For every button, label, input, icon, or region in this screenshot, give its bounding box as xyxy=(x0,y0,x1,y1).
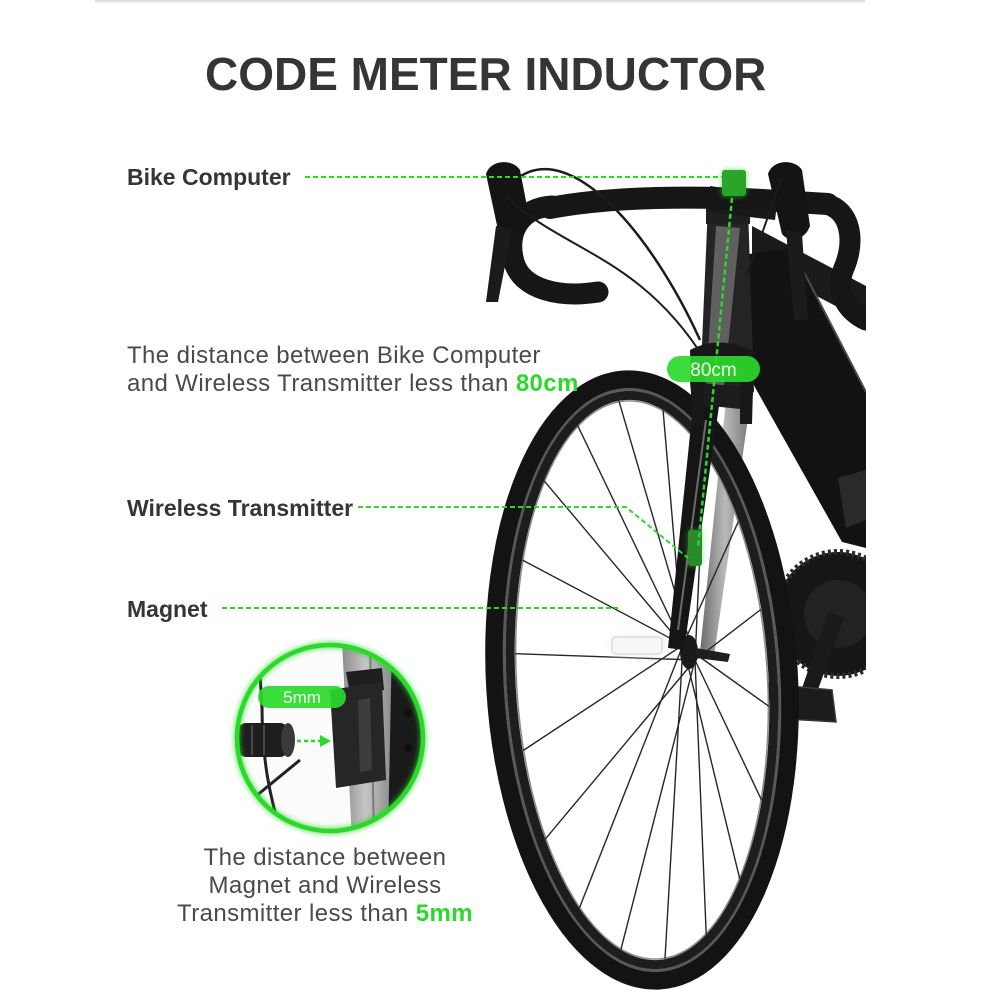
badge-80cm: 80cm xyxy=(667,356,760,382)
computer-distance-value: 80cm xyxy=(515,370,579,397)
computer-distance-text: and Wireless Transmitter less than xyxy=(127,370,509,397)
inset-mount-bolt xyxy=(404,744,412,752)
tire-sidewall xyxy=(502,387,782,973)
inset-arrowhead xyxy=(320,735,331,747)
magnet-distance-line1: The distance between xyxy=(203,844,447,871)
bike xyxy=(485,162,866,990)
spoke xyxy=(578,644,684,909)
spoke xyxy=(515,653,696,661)
spoke xyxy=(522,644,684,752)
transmitter-highlight xyxy=(688,530,702,566)
brake-hood-left xyxy=(486,162,530,238)
chainring-inner xyxy=(804,580,866,648)
computer-distance-line2: and Wireless Transmitter less than 80cm xyxy=(127,370,579,398)
computer-distance-note: The distance between Bike Computer and W… xyxy=(127,342,579,398)
spoke-magnet xyxy=(611,636,663,655)
fork-crown xyxy=(690,382,754,410)
distance-80cm-measure xyxy=(696,197,734,549)
spoke xyxy=(682,520,740,646)
fork-stripe xyxy=(677,419,707,631)
inset-sensor-highlight xyxy=(358,698,372,772)
spoke xyxy=(544,659,696,840)
shift-cable-left xyxy=(505,195,706,361)
inset-border xyxy=(234,642,426,834)
wireless-transmitter-leader xyxy=(358,506,689,559)
label-bike-computer: Bike Computer xyxy=(127,164,291,190)
callout-lines xyxy=(222,176,734,609)
quick-release-lever xyxy=(696,648,730,662)
handlebar-top xyxy=(539,186,839,219)
magnet-distance-note: The distance between Magnet and Wireless… xyxy=(125,844,525,928)
badge-80cm-text: 80cm xyxy=(690,360,736,381)
magnet-distance-value: 5mm xyxy=(415,900,473,927)
rim-highlight xyxy=(514,400,770,960)
front-wheel xyxy=(485,370,799,990)
magnet-distance-text: Transmitter less than xyxy=(177,900,409,927)
spoke xyxy=(577,425,684,646)
brake-cable xyxy=(517,167,702,341)
label-magnet: Magnet xyxy=(127,596,208,622)
magnet-distance-line3: Transmitter less than 5mm xyxy=(125,900,525,928)
inset-magnet-end xyxy=(281,723,295,757)
badge-80cm-pill xyxy=(667,356,760,382)
front-derailleur xyxy=(838,470,866,528)
spoke xyxy=(682,644,741,880)
brake-hood-right xyxy=(768,162,810,240)
computer-distance-line1: The distance between Bike Computer xyxy=(127,342,541,369)
front-rim xyxy=(505,390,779,970)
magnet-detail-inset: 5mm xyxy=(234,642,426,834)
badge-5mm-pill xyxy=(258,686,346,708)
fork-blade-near xyxy=(668,396,720,650)
inset-sensor-body xyxy=(330,682,386,788)
brake-lever-left xyxy=(486,226,512,302)
brake-lever-right xyxy=(786,230,808,320)
handlebar-drop-right xyxy=(815,193,866,331)
spoke xyxy=(620,659,696,950)
down-tube xyxy=(742,248,866,548)
spoke xyxy=(664,644,684,959)
top-border-strip xyxy=(95,0,865,3)
down-tube-highlight xyxy=(794,254,866,393)
spoke xyxy=(694,659,763,801)
front-tire xyxy=(485,370,799,990)
label-wireless-transmitter: Wireless Transmitter xyxy=(127,495,354,521)
crank-arm xyxy=(798,612,844,706)
bike-computer-highlight xyxy=(722,170,746,196)
spoke xyxy=(694,659,707,935)
shift-cable-right xyxy=(745,177,783,277)
inset-mount-bolt xyxy=(404,709,412,717)
spoke xyxy=(522,559,684,646)
badge-5mm: 5mm xyxy=(258,686,346,708)
page-title: CODE METER INDUCTOR xyxy=(205,48,767,100)
badge-5mm-text: 5mm xyxy=(283,688,321,707)
magnet-distance-line2: Magnet and Wireless xyxy=(208,872,442,899)
